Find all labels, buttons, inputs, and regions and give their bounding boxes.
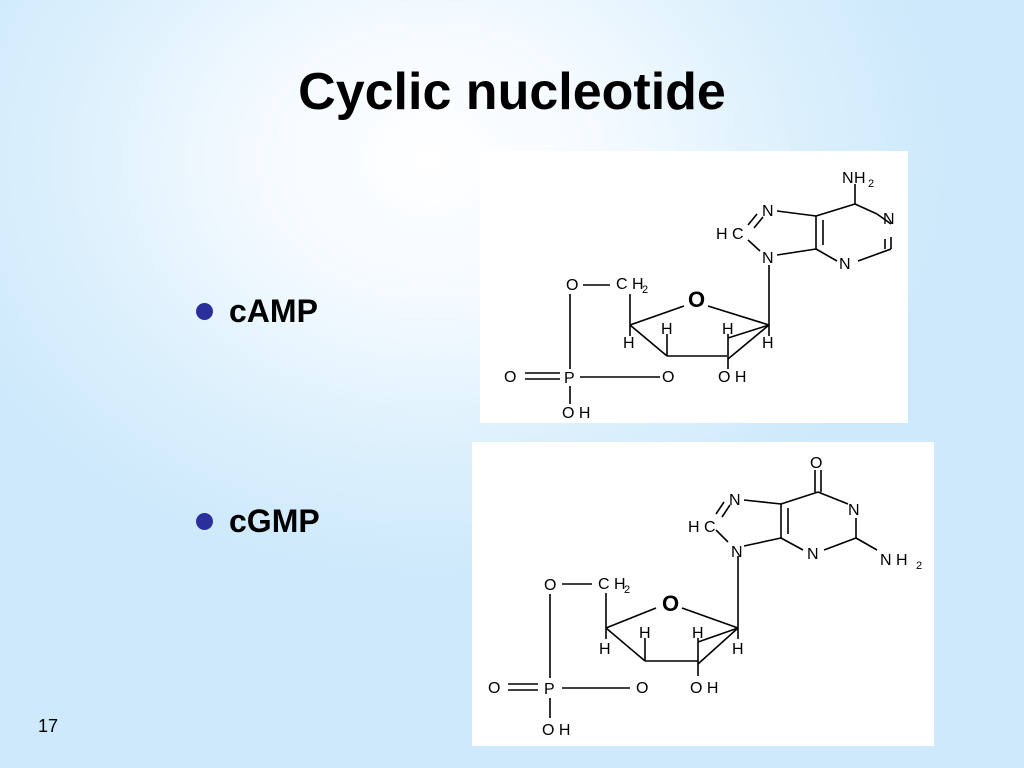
hydroxyl-label: O H xyxy=(718,369,746,386)
ring-n-label: N xyxy=(762,203,774,220)
bullet-label: cAMP xyxy=(229,293,318,329)
bullet-dot-icon xyxy=(196,303,213,320)
hc-label: H C xyxy=(688,519,716,536)
ring-n-label: N xyxy=(807,546,819,563)
hydrogen-label: H xyxy=(623,335,635,352)
carbonyl-oxygen-label: O xyxy=(810,455,822,472)
ch2-subscript: 2 xyxy=(624,584,630,596)
hydrogen-label: H xyxy=(599,641,611,658)
oxygen-label: O xyxy=(504,369,516,386)
hydroxyl-label: O H xyxy=(542,722,570,739)
ring-oxygen-label: O xyxy=(688,287,705,312)
ch2-label: C H xyxy=(616,276,644,293)
hydrogen-label: H xyxy=(692,625,704,642)
ring-n-label: N xyxy=(883,211,895,228)
cgmp-structure-panel: O O N N N N H C N H 2 O C H 2 H H H H O … xyxy=(472,442,934,746)
cgmp-structure-diagram: O O N N N N H C N H 2 O C H 2 H H H H O … xyxy=(488,455,922,739)
bullet-dot-icon xyxy=(196,513,213,530)
oxygen-label: O xyxy=(636,680,648,697)
ch2-subscript: 2 xyxy=(642,284,648,296)
phosphorus-label: P xyxy=(564,370,575,387)
camp-structure-panel: O N H 2 N N N N H C O C H 2 H H H H O P … xyxy=(480,151,908,423)
slide-title: Cyclic nucleotide xyxy=(298,63,726,121)
slide-number: 17 xyxy=(38,716,59,736)
amine-n-label: N xyxy=(842,170,854,187)
amine-label: N H xyxy=(880,552,908,569)
hydrogen-label: H xyxy=(639,625,651,642)
amine-subscript: 2 xyxy=(868,178,874,190)
hydrogen-label: H xyxy=(732,641,744,658)
hc-label: H C xyxy=(716,226,744,243)
bullet-camp: cAMP xyxy=(196,293,318,330)
ring-n-label: N xyxy=(731,544,743,561)
ch2-label: C H xyxy=(598,576,626,593)
amine-subscript: 2 xyxy=(916,560,922,572)
bullet-cgmp: cGMP xyxy=(196,503,320,540)
hydrogen-label: H xyxy=(762,335,774,352)
hydroxyl-label: O H xyxy=(690,680,718,697)
oxygen-label: O xyxy=(544,577,556,594)
hydrogen-label: H xyxy=(661,321,673,338)
ring-n-label: N xyxy=(762,250,774,267)
ring-n-label: N xyxy=(729,492,741,509)
oxygen-label: O xyxy=(662,369,674,386)
hydrogen-label: H xyxy=(722,321,734,338)
phosphorus-label: P xyxy=(544,681,555,698)
camp-structure-diagram: O N H 2 N N N N H C O C H 2 H H H H O P … xyxy=(504,170,895,422)
oxygen-label: O xyxy=(488,680,500,697)
amine-h-label: H xyxy=(854,170,866,187)
ring-oxygen-label: O xyxy=(662,591,679,616)
ring-n-label: N xyxy=(848,502,860,519)
bullet-label: cGMP xyxy=(229,503,320,539)
ring-n-label: N xyxy=(839,256,851,273)
oxygen-label: O xyxy=(566,277,578,294)
hydroxyl-label: O H xyxy=(562,405,590,422)
